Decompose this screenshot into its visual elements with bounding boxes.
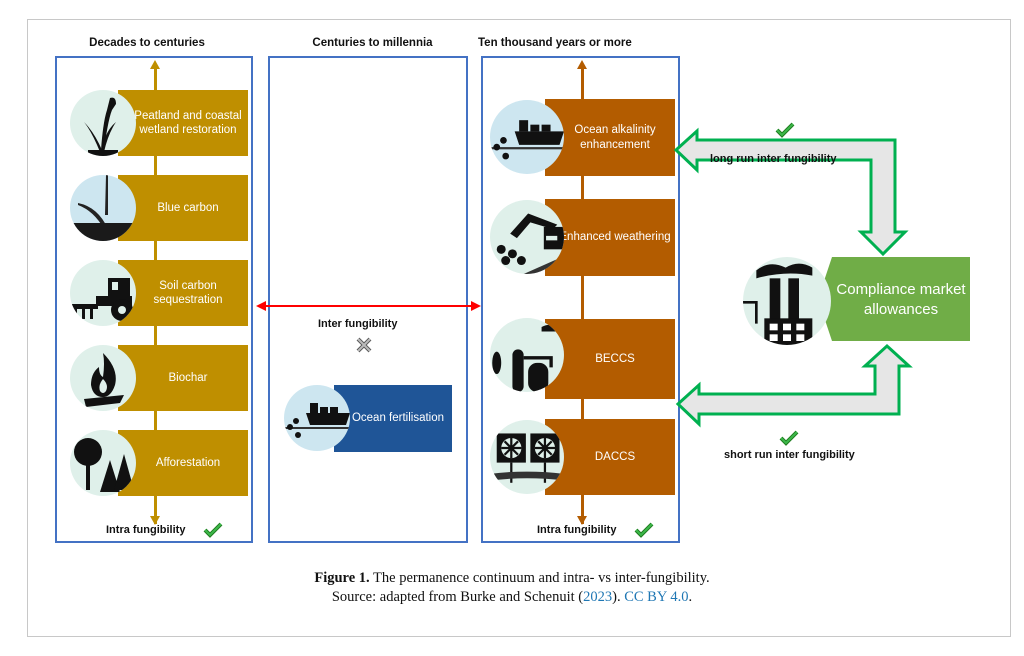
card-label: Soil carbon sequestration <box>153 279 223 306</box>
trees-icon <box>70 430 136 496</box>
card-blue-carbon: Blue carbon <box>118 175 248 241</box>
card-biochar: Biochar <box>118 345 248 411</box>
arrow-down-icon <box>150 516 160 525</box>
compliance-label: Compliance market allowances <box>836 281 966 318</box>
card-label: Ocean fertilisation <box>351 412 445 425</box>
figure-label: Figure 1. <box>314 570 370 586</box>
arrow-down-icon <box>577 516 587 525</box>
card-beccs: BECCS <box>545 319 675 399</box>
factory-icon <box>743 257 831 345</box>
card-daccs: DACCS <box>545 419 675 495</box>
tractor-icon <box>70 260 136 326</box>
check-icon <box>203 522 223 538</box>
card-label: Biochar <box>168 371 208 384</box>
flame-icon <box>70 345 136 411</box>
inter-fungibility-label: Inter fungibility <box>318 318 398 330</box>
reed-plant-icon <box>70 90 136 156</box>
intra-fungibility-label-right: Intra fungibility <box>537 524 617 536</box>
long-run-arrow <box>673 127 909 257</box>
short-run-arrow <box>675 343 913 428</box>
license-link[interactable]: CC BY 4.0 <box>624 589 689 605</box>
card-label: BECCS <box>595 352 635 365</box>
card-peatland: Peatland and coastal wetland restoration <box>118 90 248 156</box>
short-run-inter-fungibility-label: short run inter fungibility <box>724 449 855 461</box>
ship-icon <box>490 100 564 174</box>
figure-caption: Figure 1. The permanence continuum and i… <box>0 569 1024 588</box>
fans-icon <box>490 420 564 494</box>
card-label: Enhanced weathering <box>559 231 671 244</box>
column-ten-thousand <box>481 56 680 543</box>
card-label: Ocean alkalinity enhancement <box>574 124 656 151</box>
intra-fungibility-label-left: Intra fungibility <box>106 524 186 536</box>
figure-source: Source: adapted from Burke and Schenuit … <box>0 588 1024 607</box>
check-icon <box>779 430 799 446</box>
card-ocean-alkalinity: Ocean alkalinity enhancement <box>545 99 675 176</box>
check-icon <box>775 122 795 138</box>
source-suffix: ). <box>612 589 625 605</box>
column-heading-centuries: Centuries to millennia <box>312 37 433 49</box>
card-label: Peatland and coastal wetland restoration <box>134 109 242 136</box>
card-ocean-fertilisation: Ocean fertilisation <box>334 385 452 452</box>
seagrass-icon <box>70 175 136 241</box>
excavator-icon <box>490 200 564 274</box>
arrow-up-icon <box>150 60 160 69</box>
card-soil-carbon: Soil carbon sequestration <box>118 260 248 326</box>
ship-icon <box>284 385 350 451</box>
timeline-line <box>581 66 584 524</box>
card-label: Afforestation <box>155 456 221 469</box>
compliance-card <box>818 257 970 341</box>
inter-fungibility-arrow <box>256 301 481 311</box>
column-heading-ten-thousand: Ten thousand years or more <box>478 37 632 49</box>
column-decades <box>55 56 253 543</box>
card-label: Blue carbon <box>157 201 219 214</box>
cross-icon <box>356 337 372 353</box>
source-prefix: Source: adapted from Burke and Schenuit … <box>331 589 584 605</box>
figure-title: The permanence continuum and intra- vs i… <box>369 570 710 586</box>
bioenergy-plant-icon <box>490 318 564 392</box>
long-run-inter-fungibility-label: long run inter fungibility <box>710 153 837 165</box>
card-afforestation: Afforestation <box>118 430 248 496</box>
source-end: . <box>688 589 693 605</box>
column-heading-decades: Decades to centuries <box>89 37 205 49</box>
arrow-up-icon <box>577 60 587 69</box>
check-icon <box>634 522 654 538</box>
column-centuries <box>268 56 468 543</box>
card-label: DACCS <box>594 450 636 463</box>
card-enhanced-weathering: Enhanced weathering <box>545 199 675 276</box>
source-year-link[interactable]: 2023 <box>583 589 613 605</box>
